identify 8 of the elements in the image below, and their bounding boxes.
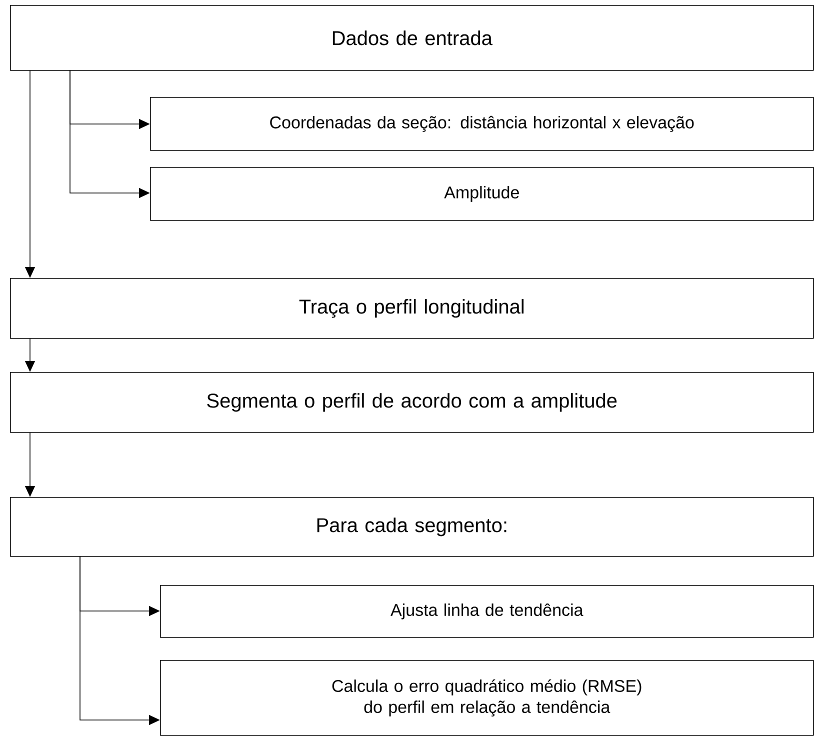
process-box: Para cada segmento: <box>10 497 814 557</box>
process-box: Segmenta o perfil de acordo com a amplitude <box>10 372 814 433</box>
process-box: Traça o perfil longitudinal <box>10 278 814 339</box>
process-box: Ajusta linha de tendência <box>160 585 814 638</box>
process-box: Coordenadas da seção: distância horizontal x elevação <box>150 97 814 151</box>
process-box: Amplitude <box>150 167 814 221</box>
process-box: Calcula o erro quadrático médio (RMSE) do perfil em relação a tendência <box>160 660 814 736</box>
process-box: Dados de entrada <box>10 5 814 71</box>
